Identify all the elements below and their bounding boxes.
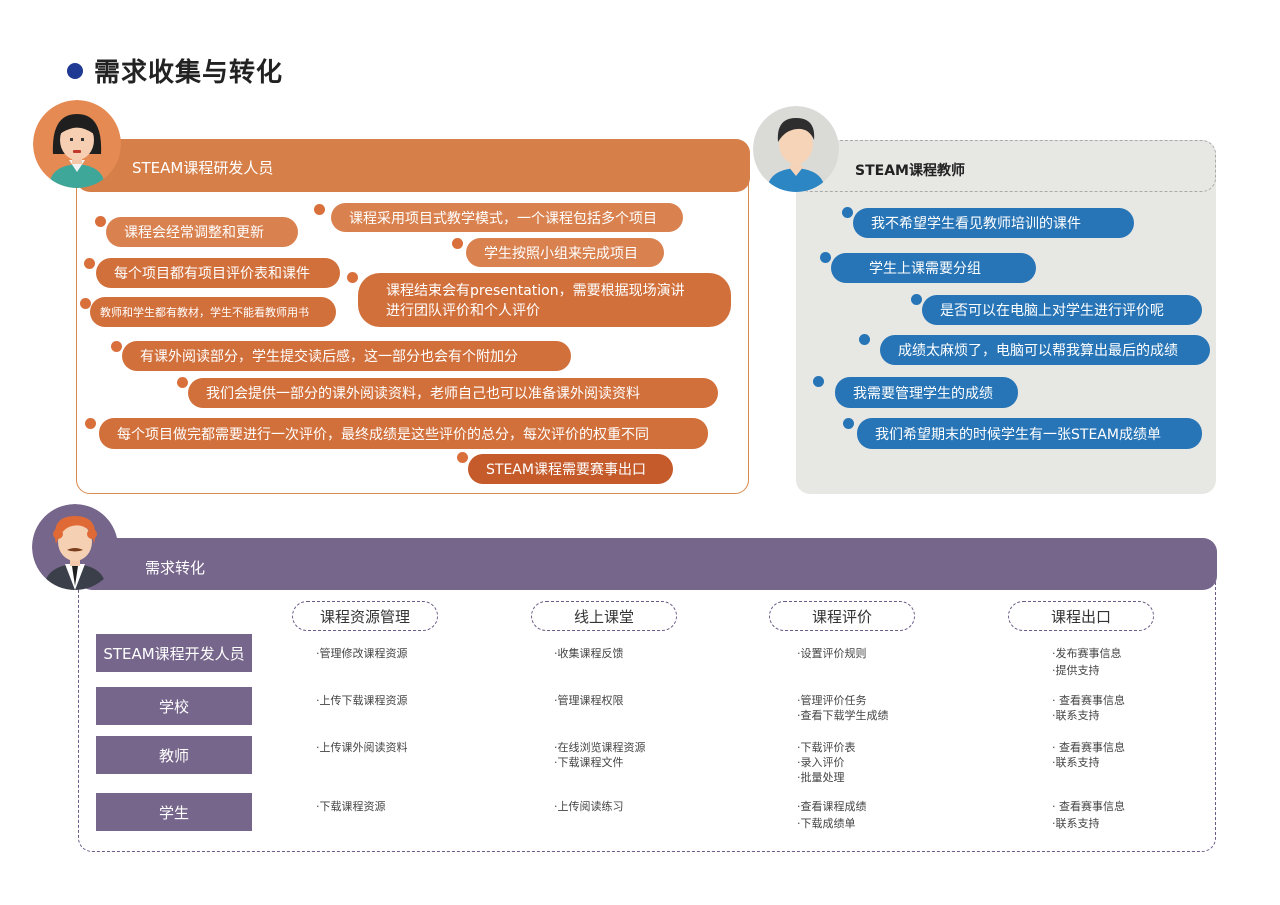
developer-bubble: 每个项目都有项目评价表和课件 [96, 258, 340, 288]
cell-line: ·录入评价 [797, 756, 845, 769]
cell-line: ·收集课程反馈 [554, 647, 624, 660]
cell-line: ·下载课程资源 [316, 800, 386, 813]
matrix-cell: ·下载课程资源 [316, 799, 386, 814]
cell-line: ·批量处理 [797, 771, 845, 784]
cell-line: ·上传课外阅读资料 [316, 741, 408, 754]
role-label: STEAM课程开发人员 [96, 634, 252, 672]
bubble-dot-icon [842, 207, 853, 218]
developer-bubble: 课程会经常调整和更新 [106, 217, 298, 247]
developer-bubble: 课程采用项目式教学模式，一个课程包括多个项目 [331, 203, 683, 232]
cell-line: ·在线浏览课程资源 [554, 741, 646, 754]
bubble-dot-icon [843, 418, 854, 429]
bubble-dot-icon [820, 252, 831, 263]
role-label: 教师 [96, 736, 252, 774]
cell-line: ·设置评价规则 [797, 647, 867, 660]
cell-line: · 查看赛事信息 [1052, 694, 1125, 707]
cell-line: ·管理课程权限 [554, 694, 624, 707]
teacher-bubble: 学生上课需要分组 [831, 253, 1036, 283]
column-header: 课程出口 [1008, 601, 1154, 631]
conversion-header [78, 538, 1217, 590]
bubble-dot-icon [85, 418, 96, 429]
matrix-cell: ·设置评价规则 [797, 646, 867, 661]
cell-line: ·联系支持 [1052, 756, 1100, 769]
developer-bubble: 每个项目做完都需要进行一次评价，最终成绩是这些评价的总分，每次评价的权重不同 [99, 418, 708, 449]
developer-header [76, 139, 750, 192]
cell-line: ·管理修改课程资源 [316, 647, 408, 660]
matrix-cell: ·收集课程反馈 [554, 646, 624, 661]
teacher-bubble: 我们希望期末的时候学生有一张STEAM成绩单 [857, 418, 1202, 449]
developer-label: STEAM课程研发人员 [132, 159, 274, 177]
cell-line: ·下载课程文件 [554, 756, 624, 769]
developer-bubble: 学生按照小组来完成项目 [466, 238, 664, 267]
title-bullet-icon [67, 63, 83, 79]
developer-bubble: STEAM课程需要赛事出口 [468, 454, 673, 484]
cell-line: · 查看赛事信息 [1052, 741, 1125, 754]
cell-line: · 查看赛事信息 [1052, 800, 1125, 813]
bubble-dot-icon [80, 298, 91, 309]
teacher-bubble: 我需要管理学生的成绩 [835, 377, 1018, 408]
cell-line: ·下载评价表 [797, 741, 856, 754]
manager-avatar-icon [32, 504, 118, 590]
matrix-cell: ·上传阅读练习 [554, 799, 624, 814]
matrix-cell: ·管理课程权限 [554, 693, 624, 708]
matrix-cell: ·上传课外阅读资料 [316, 740, 408, 755]
bubble-line: 进行团队评价和个人评价 [386, 303, 540, 319]
cell-line: ·提供支持 [1052, 664, 1100, 677]
bubble-dot-icon [314, 204, 325, 215]
teacher-bubble: 成绩太麻烦了，电脑可以帮我算出最后的成绩 [880, 335, 1210, 365]
matrix-cell: ·管理评价任务 ·查看下载学生成绩 [797, 693, 889, 723]
bubble-dot-icon [911, 294, 922, 305]
cell-line: ·管理评价任务 [797, 694, 867, 707]
matrix-cell: ·查看课程成绩 ·下载成绩单 [797, 799, 867, 831]
developer-avatar-icon [33, 100, 121, 188]
matrix-cell: ·上传下载课程资源 [316, 693, 408, 708]
column-header: 课程资源管理 [292, 601, 438, 631]
bubble-dot-icon [457, 452, 468, 463]
column-header: 线上课堂 [531, 601, 677, 631]
conversion-label: 需求转化 [145, 559, 206, 577]
cell-line: ·发布赛事信息 [1052, 647, 1122, 660]
bubble-dot-icon [859, 334, 870, 345]
bubble-dot-icon [111, 341, 122, 352]
bubble-dot-icon [452, 238, 463, 249]
cell-line: ·查看下载学生成绩 [797, 709, 889, 722]
role-label: 学校 [96, 687, 252, 725]
cell-line: ·查看课程成绩 [797, 800, 867, 813]
role-label: 学生 [96, 793, 252, 831]
matrix-cell: ·管理修改课程资源 [316, 646, 408, 661]
matrix-cell: ·在线浏览课程资源 ·下载课程文件 [554, 740, 646, 770]
bubble-dot-icon [347, 272, 358, 283]
matrix-cell: ·下载评价表 ·录入评价 ·批量处理 [797, 740, 856, 785]
developer-bubble: 教师和学生都有教材，学生不能看教师用书 [90, 297, 336, 327]
cell-line: ·上传下载课程资源 [316, 694, 408, 707]
bubble-dot-icon [84, 258, 95, 269]
bubble-dot-icon [95, 216, 106, 227]
column-header: 课程评价 [769, 601, 915, 631]
cell-line: ·联系支持 [1052, 817, 1100, 830]
matrix-cell: · 查看赛事信息 ·联系支持 [1052, 740, 1125, 770]
bubble-dot-icon [813, 376, 824, 387]
cell-line: ·联系支持 [1052, 709, 1100, 722]
matrix-cell: · 查看赛事信息 ·联系支持 [1052, 799, 1125, 831]
bubble-line: 课程结束会有presentation，需要根据现场演讲 [386, 283, 685, 299]
cell-line: ·上传阅读练习 [554, 800, 624, 813]
bubble-dot-icon [177, 377, 188, 388]
developer-bubble: 有课外阅读部分，学生提交读后感，这一部分也会有个附加分 [122, 341, 571, 371]
teacher-label: STEAM课程教师 [855, 163, 965, 179]
page-title: 需求收集与转化 [94, 58, 284, 88]
matrix-cell: ·发布赛事信息 ·提供支持 [1052, 646, 1122, 678]
teacher-bubble: 我不希望学生看见教师培训的课件 [853, 208, 1134, 238]
developer-bubble: 我们会提供一部分的课外阅读资料，老师自己也可以准备课外阅读资料 [188, 378, 718, 408]
cell-line: ·下载成绩单 [797, 817, 856, 830]
teacher-avatar-icon [753, 106, 839, 192]
matrix-cell: · 查看赛事信息 ·联系支持 [1052, 693, 1125, 723]
developer-bubble-multiline: 课程结束会有presentation，需要根据现场演讲 进行团队评价和个人评价 [358, 273, 731, 327]
teacher-bubble: 是否可以在电脑上对学生进行评价呢 [922, 295, 1202, 325]
